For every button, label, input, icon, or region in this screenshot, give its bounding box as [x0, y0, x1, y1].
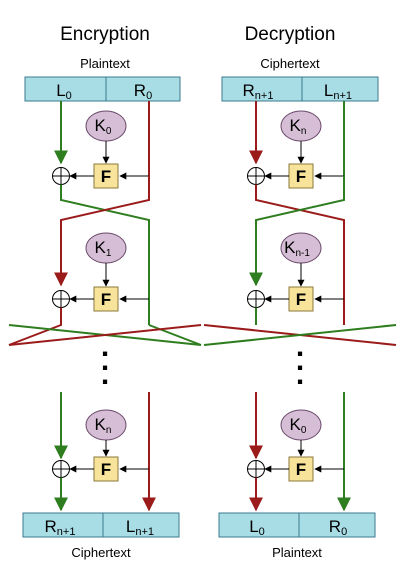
- svg-text:.: .: [296, 358, 304, 391]
- decryption-output-label: Plaintext: [272, 545, 322, 560]
- decryption-key-0-label: K0: [290, 415, 307, 436]
- decryption-round1-xor: [247, 167, 265, 185]
- decryption-cross-green-2: [203, 324, 397, 346]
- encryption-panel: Encryption Plaintext L0 R0 K0 F: [8, 24, 202, 560]
- encryption-round-1: K0 F: [52, 101, 150, 325]
- encryption-output-right-cell: [102, 512, 180, 538]
- decryption-round1-f-box: [288, 163, 314, 189]
- encryption-input-left-text: L0: [56, 81, 72, 102]
- decryption-input-label: Ciphertext: [260, 56, 320, 71]
- encryption-cross-red-2b: [8, 324, 202, 346]
- encryption-ellipsis: . . .: [101, 330, 109, 391]
- decryption-panel: Decryption Ciphertext Rn+1 Ln+1 Kn F: [203, 24, 397, 560]
- decryption-title: Decryption: [245, 24, 336, 45]
- encryption-input-right-cell: [105, 76, 181, 102]
- decryption-round-1: Kn F: [247, 101, 345, 325]
- encryption-cross-red-2: [8, 307, 62, 346]
- encryption-input-left-cell: [24, 76, 107, 102]
- decryption-output-left-text: L0: [249, 517, 265, 538]
- decryption-round2-xor: [247, 290, 265, 308]
- encryption-input-block: L0 R0: [24, 76, 181, 102]
- decryption-output-right-text: R0: [329, 517, 347, 538]
- encryption-output-left-text: Rn+1: [45, 517, 76, 538]
- encryption-input-right-text: R0: [134, 81, 152, 102]
- svg-text:.: .: [296, 344, 304, 377]
- decryption-round1-f-label: F: [296, 167, 306, 186]
- encryption-input-label: Plaintext: [80, 56, 130, 71]
- encryption-round2-f-label: F: [101, 290, 111, 309]
- svg-text:.: .: [296, 330, 304, 363]
- decryption-round-2: Kn-1 F: [203, 232, 397, 346]
- decryption-cross-green-1: [249, 176, 345, 287]
- decryption-key-n-label: Kn: [290, 116, 307, 137]
- encryption-cross-red-1: [54, 176, 150, 287]
- decryption-roundn-f-label: F: [296, 460, 306, 479]
- svg-text:.: .: [101, 344, 109, 377]
- encryption-title: Encryption: [60, 24, 150, 45]
- decryption-ellipsis: . . .: [296, 330, 304, 391]
- encryption-roundn-f-box: [93, 456, 119, 482]
- decryption-input-left-text: Rn+1: [243, 81, 274, 102]
- encryption-round1-xor: [52, 167, 70, 185]
- encryption-key-n-label: Kn: [95, 415, 112, 436]
- decryption-round2-f-box: [288, 286, 314, 312]
- encryption-round1-f-box: [93, 163, 119, 189]
- encryption-output-left-cell: [22, 512, 104, 538]
- decryption-round-n: K0 F: [247, 392, 351, 512]
- svg-text:.: .: [101, 330, 109, 363]
- decryption-key-n-1-label: Kn-1: [284, 238, 310, 259]
- encryption-roundn-f-label: F: [101, 460, 111, 479]
- decryption-input-block: Rn+1 Ln+1: [221, 76, 379, 102]
- decryption-input-left-cell: [221, 76, 303, 102]
- encryption-round-2: K1 F: [8, 232, 202, 346]
- encryption-round2-xor: [52, 290, 70, 308]
- decryption-output-left-cell: [218, 512, 300, 538]
- encryption-output-block: Rn+1 Ln+1: [22, 512, 180, 538]
- encryption-key-1-label: K1: [95, 238, 112, 259]
- decryption-round2-f-label: F: [296, 290, 306, 309]
- decryption-roundn-xor: [247, 460, 265, 478]
- encryption-cross-green-2: [148, 324, 202, 346]
- encryption-roundn-xor: [52, 460, 70, 478]
- decryption-output-block: L0 R0: [218, 512, 376, 538]
- encryption-key-0-label: K0: [95, 116, 112, 137]
- encryption-output-label: Ciphertext: [71, 545, 131, 560]
- svg-text:.: .: [101, 358, 109, 391]
- encryption-round1-f-label: F: [101, 167, 111, 186]
- decryption-output-right-cell: [298, 512, 376, 538]
- encryption-round-n: Kn F: [52, 392, 156, 512]
- encryption-output-right-text: Ln+1: [126, 517, 154, 538]
- decryption-input-right-text: Ln+1: [324, 81, 352, 102]
- decryption-input-right-cell: [301, 76, 379, 102]
